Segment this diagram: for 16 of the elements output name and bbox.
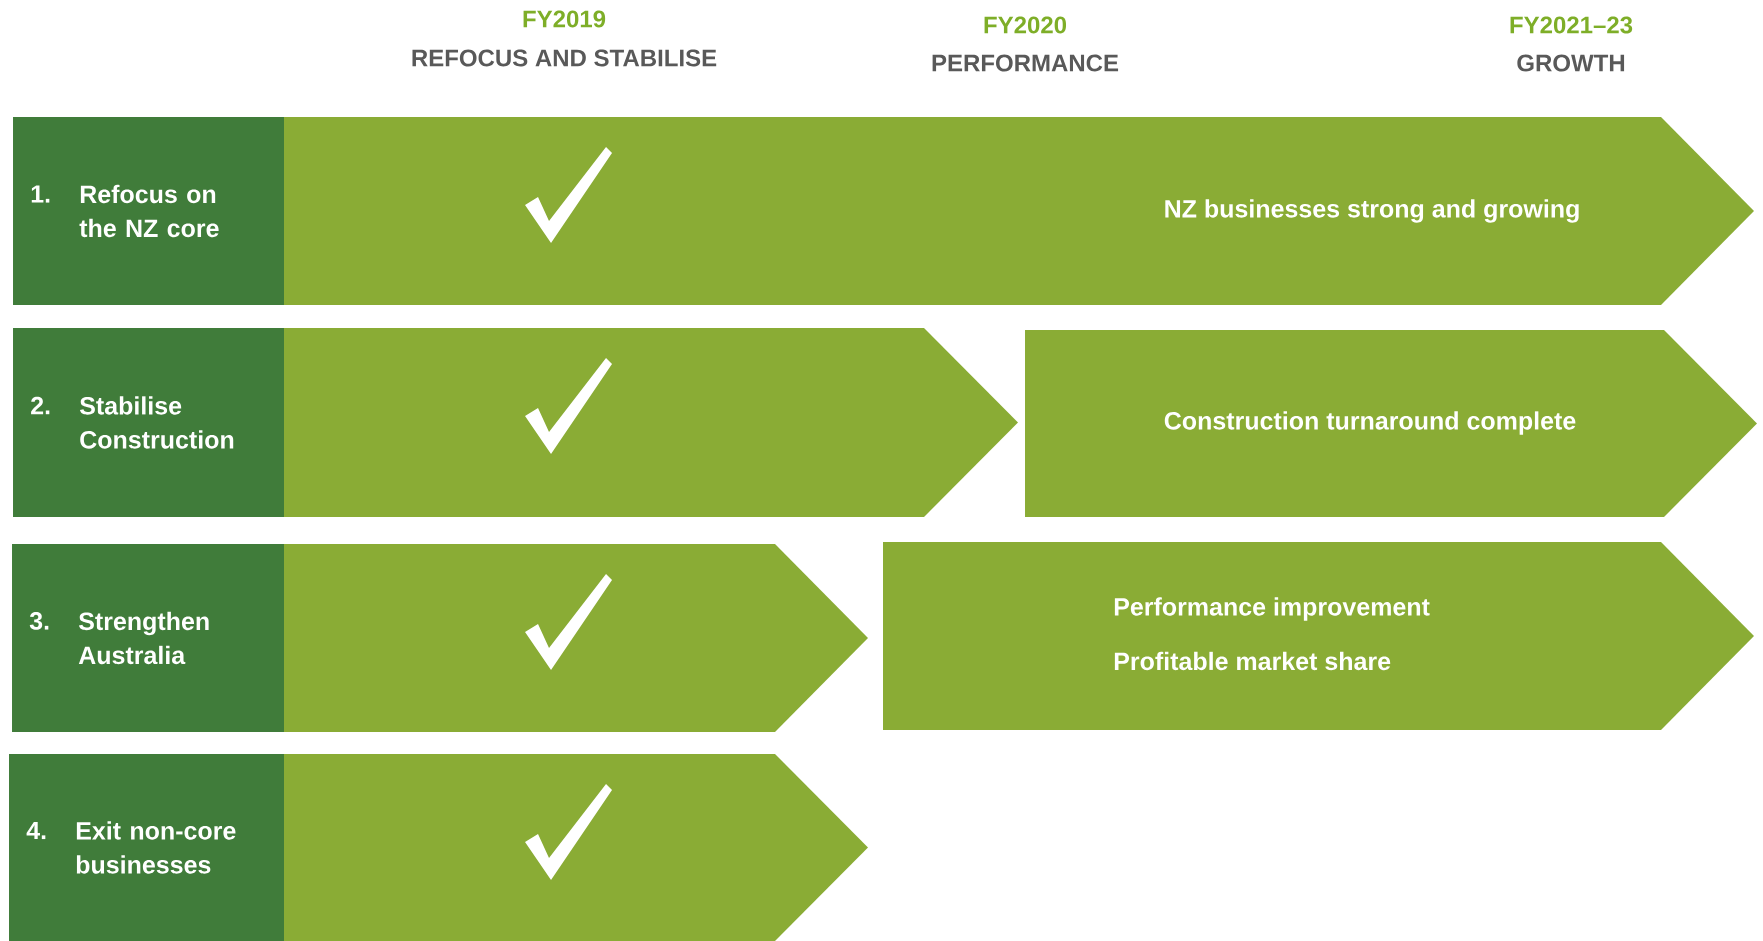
stage-band: NZ businesses strong and growing <box>284 117 1754 305</box>
phase-heading: GROWTH <box>1517 54 1625 72</box>
phase-heading: PERFORMANCE <box>932 54 1119 72</box>
phase-heading: REFOCUS AND STABILISE <box>412 49 717 67</box>
year-heading: FY2019 <box>523 10 606 28</box>
stage-band <box>284 544 868 732</box>
year-heading: FY2020 <box>984 16 1067 34</box>
stage-band: Construction turnaround complete <box>1025 330 1757 517</box>
step-box: 3. Strengthen Australia <box>12 544 284 732</box>
stage-band <box>284 754 868 941</box>
step-box: 4. Exit non-core businesses <box>9 754 284 941</box>
step-box: 2. Stabilise Construction <box>13 328 284 517</box>
step-box: 1. Refocus on the NZ core <box>13 117 284 305</box>
stage-band: Performance improvement Profitable market share <box>883 542 1754 730</box>
stage-band <box>284 328 1018 517</box>
year-heading: FY2021–23 <box>1510 16 1633 34</box>
